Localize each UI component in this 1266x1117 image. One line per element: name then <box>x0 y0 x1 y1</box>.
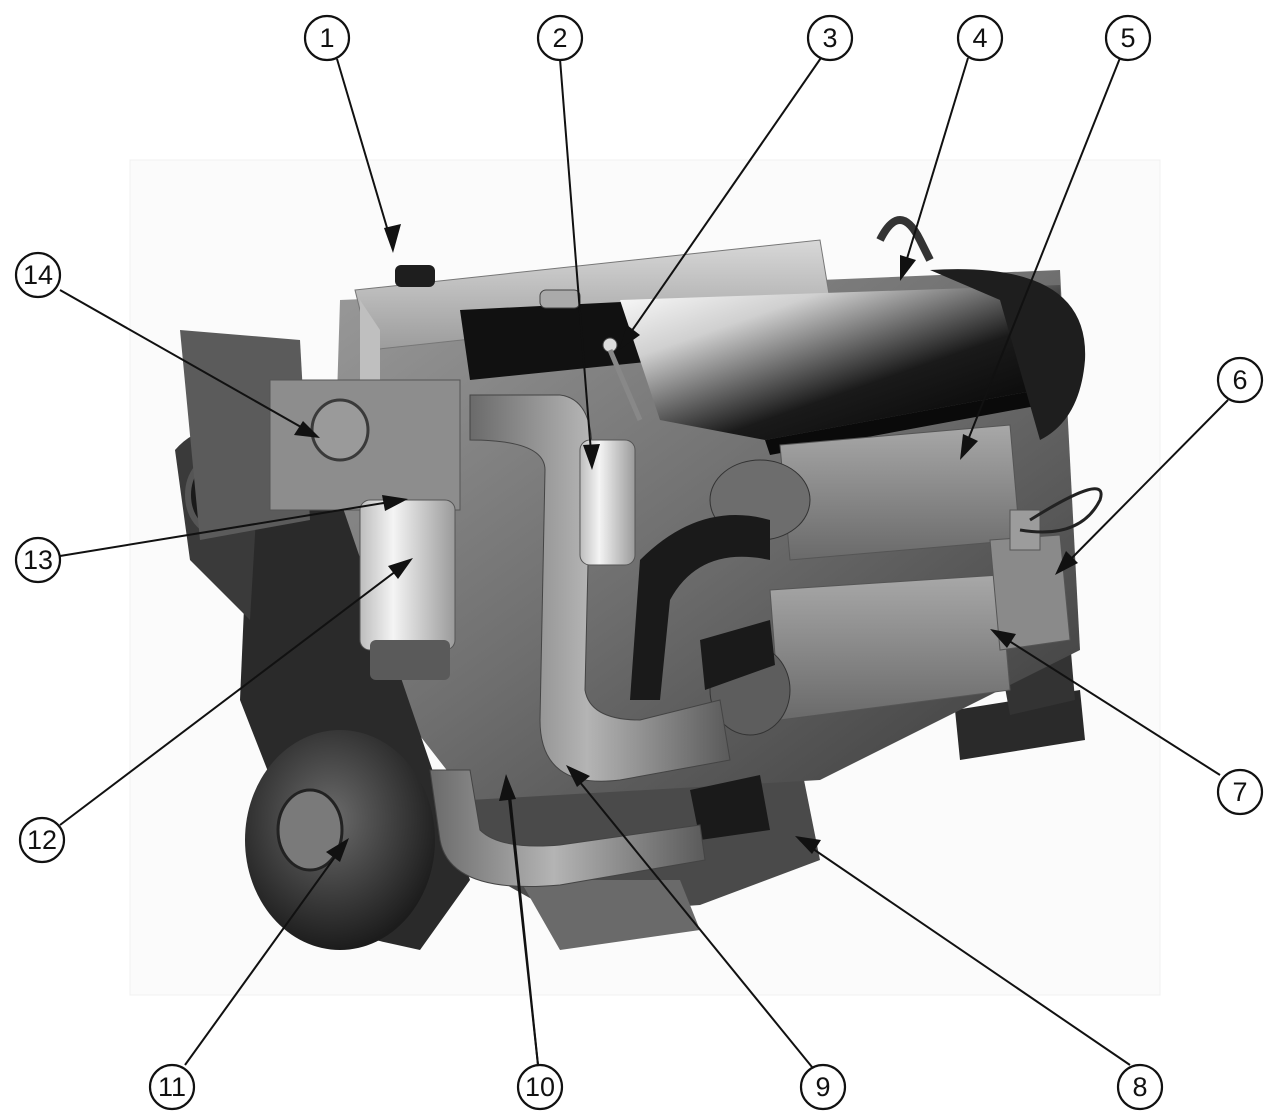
arrowhead-13 <box>382 495 408 511</box>
callout-7-label: 7 <box>1232 777 1247 807</box>
leader-1 <box>336 58 394 249</box>
leader-6 <box>1059 399 1229 571</box>
arrowhead-2 <box>583 444 600 470</box>
callout-10-label: 10 <box>525 1072 555 1102</box>
callout-11: 11 <box>148 1063 196 1111</box>
leader-10b <box>509 794 539 1066</box>
leader-2 <box>559 58 593 466</box>
callouts: 1 2 3 4 5 6 7 8 <box>14 14 1264 1111</box>
leader-3 <box>621 54 824 346</box>
callout-12-label: 12 <box>27 825 57 855</box>
arrowhead-11 <box>326 838 349 862</box>
arrowhead-10 <box>499 774 516 801</box>
arrowhead-1 <box>384 224 401 253</box>
engine-illustration <box>129 159 1161 996</box>
callout-6-label: 6 <box>1232 365 1247 395</box>
leader-5 <box>961 57 1121 456</box>
arrowhead-8 <box>795 836 821 854</box>
arrowhead-3 <box>619 325 640 350</box>
arrowhead-9 <box>566 765 590 787</box>
callout-13: 13 <box>14 536 62 584</box>
leader-4 <box>901 57 969 276</box>
callout-2-label: 2 <box>552 23 567 53</box>
arrowhead-7 <box>990 629 1016 648</box>
leader-14 <box>59 289 316 436</box>
callout-1: 1 <box>303 14 351 62</box>
callout-9: 9 <box>799 1063 847 1111</box>
callout-14-label: 14 <box>23 260 53 290</box>
arrowhead-14 <box>294 421 320 438</box>
callout-2: 2 <box>536 14 584 62</box>
arrowhead-12 <box>388 558 413 579</box>
callout-4: 4 <box>956 14 1004 62</box>
callout-1-label: 1 <box>319 23 334 53</box>
arrowhead-4 <box>900 255 916 281</box>
callout-11-label: 11 <box>158 1072 186 1102</box>
arrowhead-5 <box>960 434 978 460</box>
callout-6: 6 <box>1216 356 1264 404</box>
callout-13-label: 13 <box>23 545 53 575</box>
callout-12: 12 <box>18 816 66 864</box>
callout-3-label: 3 <box>822 23 837 53</box>
callout-7: 7 <box>1216 768 1264 816</box>
leader-12 <box>59 561 409 826</box>
callout-10: 10 <box>516 1063 564 1111</box>
callout-8: 8 <box>1116 1063 1164 1111</box>
callout-5: 5 <box>1104 14 1152 62</box>
callout-9-label: 9 <box>815 1072 830 1102</box>
callout-4-label: 4 <box>972 23 987 53</box>
arrow-heads <box>294 224 1078 862</box>
leader-9 <box>569 769 813 1068</box>
arrowhead-6 <box>1055 551 1078 575</box>
callout-14: 14 <box>14 251 62 299</box>
callout-5-label: 5 <box>1120 23 1135 53</box>
leader-13 <box>59 499 403 557</box>
callout-8-label: 8 <box>1132 1072 1147 1102</box>
leader-11 <box>184 842 346 1066</box>
leader-8 <box>799 839 1131 1066</box>
leader-lines <box>59 54 1229 1068</box>
callout-3: 3 <box>806 14 854 62</box>
leader-7 <box>994 631 1221 776</box>
